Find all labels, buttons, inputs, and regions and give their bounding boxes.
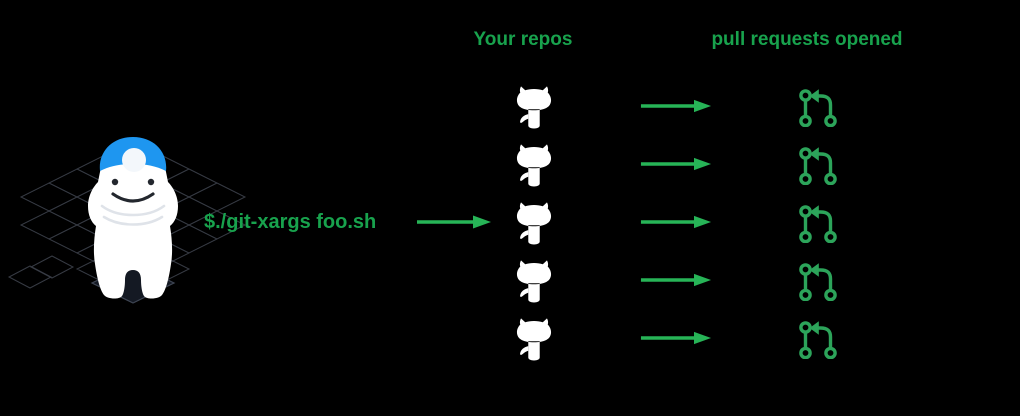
repo-flow-row [511, 258, 841, 302]
pull-request-icon [799, 143, 837, 185]
flow-arrow-icon [640, 272, 712, 288]
github-repo-icon [511, 85, 557, 129]
repo-flow-row [511, 142, 841, 186]
pull-request-icon [799, 201, 837, 243]
pull-requests-column-header: pull requests opened [711, 29, 903, 50]
crossed-arms [100, 204, 166, 226]
github-repo-icon [511, 143, 557, 187]
yeti-body [88, 140, 178, 299]
flow-arrow-icon [640, 98, 712, 114]
github-repo-icon [511, 201, 557, 245]
flow-arrow-icon [640, 330, 712, 346]
git-xargs-command: $./git-xargs foo.sh [204, 211, 377, 233]
pull-request-icon [799, 317, 837, 359]
command-arrow-icon [416, 214, 492, 230]
repo-flow-row [511, 200, 841, 244]
repos-column-header: Your repos [473, 29, 573, 50]
pull-request-icon [799, 259, 837, 301]
flow-arrow-icon [640, 156, 712, 172]
helmet-lamp [122, 148, 146, 172]
yeti-face [111, 178, 155, 203]
mascot-illustration [7, 137, 247, 304]
github-repo-icon [511, 317, 557, 361]
flow-arrow-icon [640, 214, 712, 230]
pull-request-icon [799, 85, 837, 127]
github-repo-icon [511, 259, 557, 303]
repo-flow-row [511, 316, 841, 360]
repo-flow-row [511, 84, 841, 128]
